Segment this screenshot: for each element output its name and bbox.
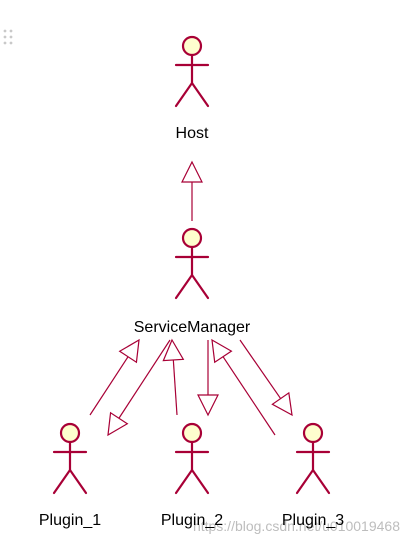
actor-label-plugin-2: Plugin_2 — [161, 512, 223, 529]
relation-plugin-1-to-service-manager — [89, 338, 140, 416]
actor-service-manager[interactable] — [174, 227, 210, 300]
actor-plugin-3[interactable] — [295, 422, 331, 495]
relation-service-manager-to-plugin-2 — [197, 340, 219, 417]
actor-label-service-manager: ServiceManager — [134, 319, 251, 336]
actor-label-host: Host — [176, 125, 209, 142]
relation-plugin-2-to-service-manager — [162, 338, 185, 416]
actor-label-plugin-3: Plugin_3 — [282, 512, 344, 529]
actor-plugin-2[interactable] — [174, 422, 210, 495]
actor-host[interactable] — [174, 35, 210, 108]
actor-label-plugin-1: Plugin_1 — [39, 512, 101, 529]
relation-service-manager-to-host — [181, 160, 203, 221]
relation-plugin-3-to-service-manager — [211, 338, 276, 436]
actors — [52, 35, 331, 495]
watermark: https://blog.csdn.net/u010019468 — [193, 518, 400, 534]
relations — [89, 160, 293, 437]
actor-plugin-1[interactable] — [52, 422, 88, 495]
drag-handle-icon[interactable] — [3, 29, 13, 45]
relation-service-manager-to-plugin-1 — [107, 339, 171, 437]
relation-service-manager-to-plugin-3 — [239, 339, 293, 417]
